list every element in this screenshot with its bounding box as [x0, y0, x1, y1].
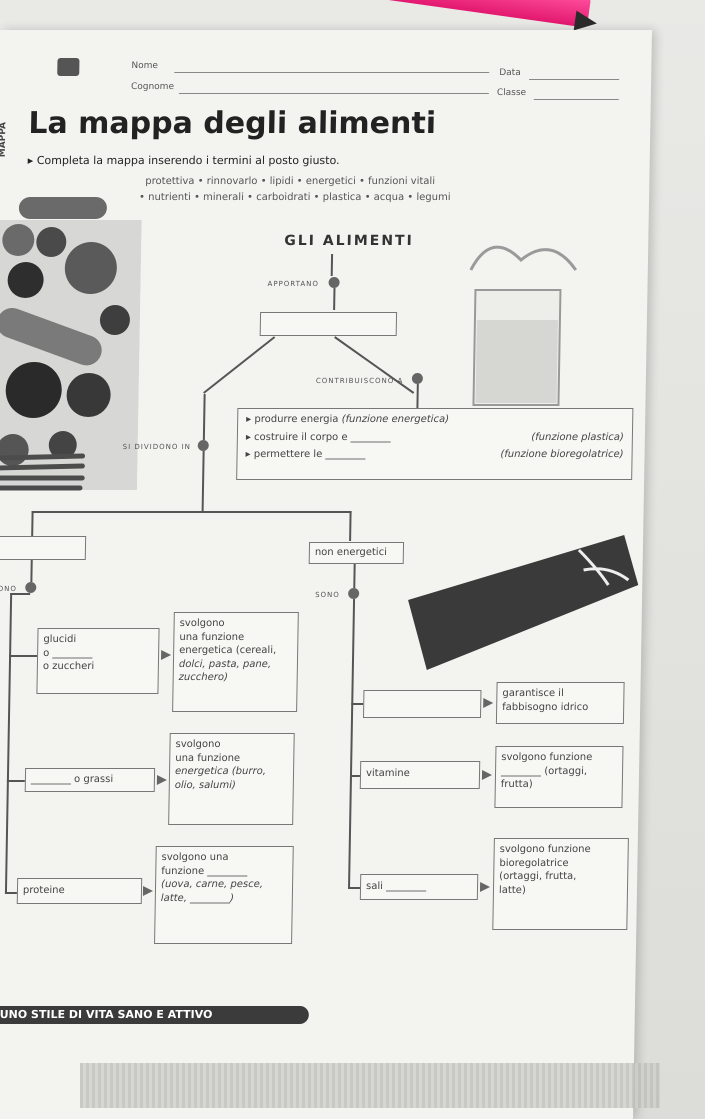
sono-right-dot	[348, 588, 360, 599]
sono-right-label: SONO	[315, 591, 340, 599]
energetici-blank-box[interactable]	[0, 536, 87, 560]
side-label: MAPPA	[0, 122, 9, 158]
grassi-box: ________ o grassi	[24, 768, 156, 792]
footer-banner: • UNO STILE DI VITA SANO E ATTIVO	[0, 1006, 309, 1024]
apportano-label: APPORTANO	[267, 280, 320, 288]
instruction: ▸ Completa la mappa inserendo i termini …	[27, 154, 340, 167]
asparagus-photo	[0, 453, 86, 491]
acqua-arrow	[483, 698, 494, 708]
si-dividono-label: SI DIVIDONO IN	[122, 443, 192, 451]
sali-box: sali ________	[359, 874, 479, 900]
bread-photo	[18, 197, 107, 219]
branch-lines	[203, 336, 415, 394]
sali-arrow	[479, 882, 491, 892]
word-bank-line-1: protettiva • rinnovarlo • lipidi • energ…	[145, 176, 436, 187]
function-row-energy: ▸ produrre energia (funzione energetica)	[246, 414, 450, 425]
vitamine-box: vitamine	[359, 761, 481, 789]
nome-line	[174, 72, 490, 73]
apportano-dot	[328, 277, 340, 288]
glucidi-function-box: svolgono una funzione energetica (cereal…	[172, 612, 299, 712]
cognome-label: Cognome	[130, 82, 175, 92]
glucidi-arrow	[161, 650, 172, 660]
page-title: La mappa degli alimenti	[28, 106, 437, 141]
pink-pencil	[359, 0, 591, 28]
cognome-line	[178, 93, 489, 94]
si-dividono-dot	[197, 440, 209, 451]
grassi-function-box: svolgono una funzione energetica (burro,…	[168, 733, 295, 825]
glucidi-box: glucidi o ________ o zuccheri	[36, 628, 160, 694]
sono-left-label: SONO	[0, 585, 18, 593]
classe-line	[533, 99, 619, 100]
functions-box: ▸ produrre energia (funzione energetica)…	[236, 408, 634, 480]
classe-label: Classe	[496, 88, 527, 98]
vitamine-arrow	[481, 770, 493, 780]
word-bank-line-2: • nutrienti • minerali • carboidrati • p…	[138, 192, 451, 203]
data-line	[529, 79, 620, 80]
spaghetti-photo	[408, 535, 639, 670]
instruction-text: Completa la mappa inserendo i termini al…	[36, 154, 340, 167]
fruit-vegetables-photo	[0, 220, 142, 490]
map-title: GLI ALIMENTI	[284, 233, 414, 249]
grassi-arrow	[156, 775, 167, 785]
non-energetici-box: non energetici	[308, 542, 405, 564]
acqua-blank-box[interactable]	[362, 690, 482, 718]
proteine-function-box: svolgono una funzione ________ (uova, ca…	[154, 846, 294, 944]
proteine-box: proteine	[16, 878, 143, 904]
vitamine-function-box: svolgono funzione ________ (ortaggi, fru…	[494, 746, 624, 808]
proteine-arrow	[142, 886, 154, 896]
data-label: Data	[499, 68, 521, 78]
contribuiscono-label: CONTRIBUISCONO A	[315, 377, 404, 385]
pencil-icon	[57, 58, 80, 76]
function-row-plastic: ▸ costruire il corpo e ________ (funzion…	[245, 431, 624, 443]
sono-left-dot	[25, 582, 37, 593]
acqua-function-box: garantisce il fabbisogno idrico	[495, 682, 625, 724]
nutrienti-blank-box[interactable]	[259, 312, 398, 336]
worksheet-page: MAPPA Nome Cognome Data Classe La mappa …	[0, 30, 652, 1119]
nome-label: Nome	[131, 61, 159, 71]
function-row-bioregulatory: ▸ permettere le ________ (funzione biore…	[245, 449, 624, 460]
sali-function-box: svolgono funzione bioregolatrice (ortagg…	[492, 838, 629, 930]
blurred-bottom-strip	[80, 1063, 660, 1108]
water-glass-photo	[469, 245, 578, 406]
